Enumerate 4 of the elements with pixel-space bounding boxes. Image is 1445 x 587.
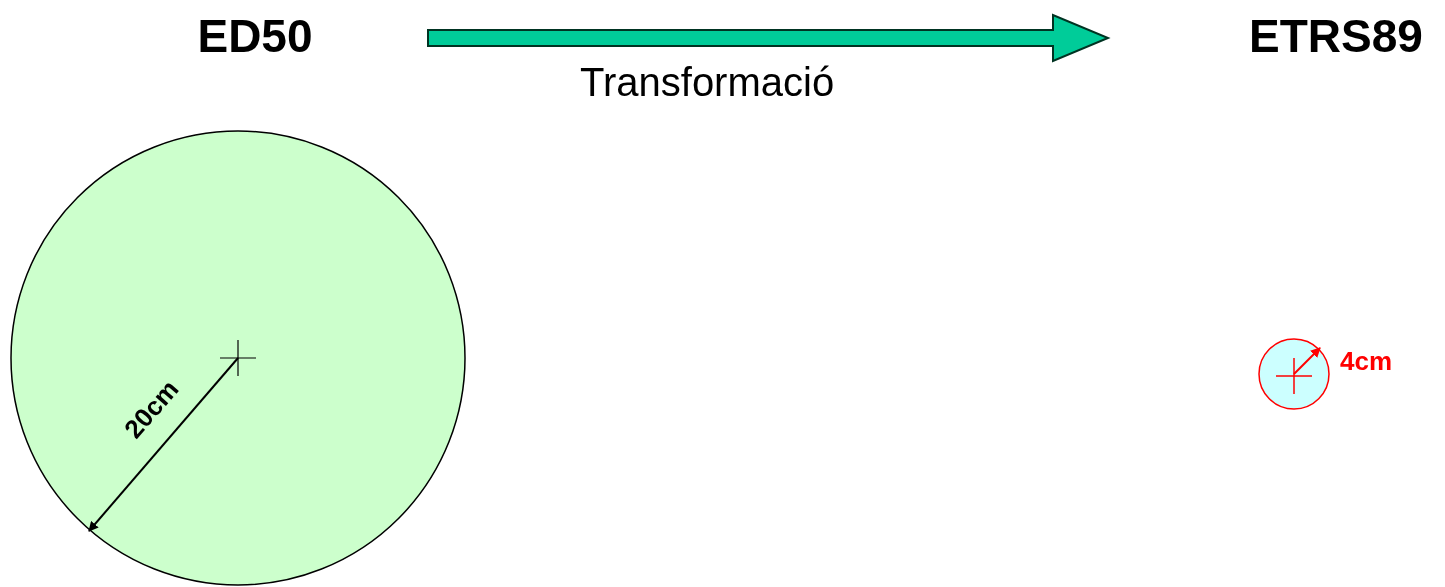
dimension-label: 4cm [1340,348,1393,374]
block-arrow [427,13,1111,63]
coordinate-system-title: ED50 [197,13,313,59]
coordinate-system-title: ETRS89 [1249,13,1423,59]
